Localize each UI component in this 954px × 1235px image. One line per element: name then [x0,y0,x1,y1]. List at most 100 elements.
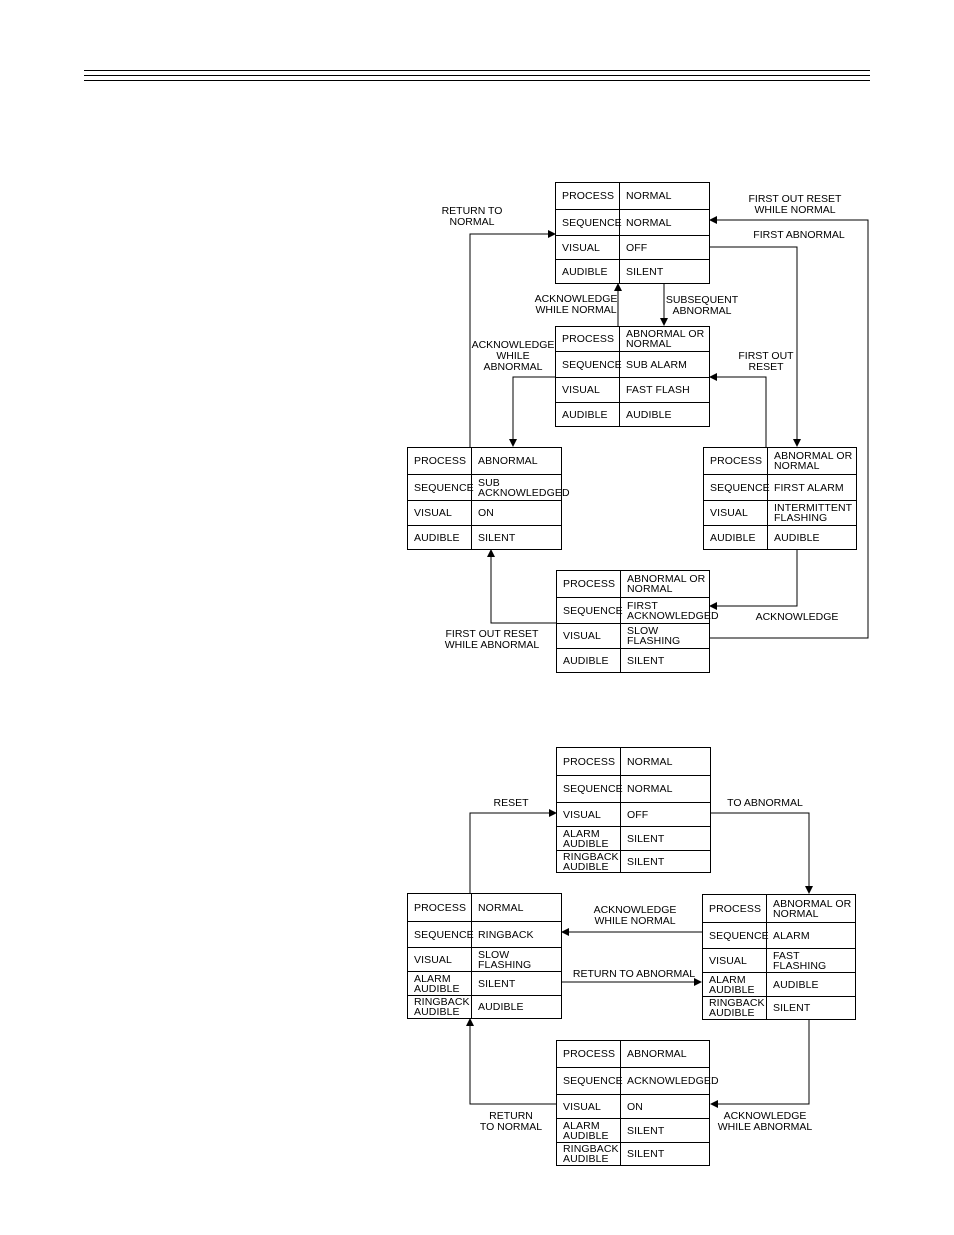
label-return-to-abnormal: RETURN TO ABNORMAL [572,968,696,980]
row-key: RINGBACK AUDIBLE [414,996,470,1018]
label-reset: RESET [493,797,529,809]
row-key: PROCESS [710,455,763,467]
row-value: INTERMITTENT FLASHING [774,502,853,524]
first-abnormal-arrow [709,246,801,447]
row-value: AUDIBLE [478,1001,524,1013]
first-out-reset-while-abnormal-arrow [487,549,556,624]
label-acknowledge-while-normal: ACKNOWLEDGE WHILE NORMAL [534,293,618,316]
label-first-out-reset: FIRST OUT RESET [738,350,794,373]
header-rule-middle [84,75,870,76]
row-key: SEQUENCE [562,216,622,229]
row-value: ALARM [773,929,810,942]
label-first-out-reset-while-abnormal: FIRST OUT RESET WHILE ABNORMAL [444,628,540,651]
label-acknowledge-while-abnormal-2: ACKNOWLEDGE WHILE ABNORMAL [717,1110,813,1133]
row-value: SILENT [478,531,516,544]
table-row: PROCESS ABNORMAL [408,448,561,474]
return-to-normal-arrow-2 [466,1018,556,1105]
row-value: NORMAL [627,783,673,795]
row-value: ON [478,507,494,519]
label-subsequent-abnormal: SUBSEQUENT ABNORMAL [665,294,739,317]
label-first-out-reset-while-normal: FIRST OUT RESET WHILE NORMAL [748,193,842,216]
row-key: RINGBACK AUDIBLE [563,850,619,873]
table-row: PROCESS ABNORMAL OR NORMAL [703,895,855,922]
row-value: SILENT [627,1124,665,1137]
table-row: PROCESS NORMAL [408,894,561,921]
return-to-normal-arrow [469,230,556,447]
row-value: NORMAL [626,216,672,229]
table-row: RINGBACK AUDIBLE SILENT [557,850,710,872]
header-rule-bottom [84,80,870,81]
first-out-reset-while-normal-arrow [709,216,869,639]
row-key: AUDIBLE [562,408,608,421]
row-key: AUDIBLE [562,265,608,278]
row-key: VISUAL [709,954,747,967]
row-key: PROCESS [563,1048,616,1060]
row-key: SEQUENCE [563,604,623,617]
row-key: PROCESS [414,455,467,467]
row-value: SUB ALARM [626,358,688,371]
row-value: ABNORMAL OR NORMAL [627,573,706,595]
acknowledge-arrow [709,549,798,610]
row-key: SEQUENCE [414,928,474,941]
table-row: RINGBACK AUDIBLE AUDIBLE [408,995,561,1018]
row-value: AUDIBLE [626,408,672,421]
row-value: SILENT [773,1002,811,1014]
row-key: PROCESS [414,901,467,914]
row-key: SEQUENCE [709,929,769,942]
row-value: ABNORMAL OR NORMAL [626,328,705,350]
row-value: NORMAL [478,901,524,914]
row-value: SILENT [627,855,665,868]
table-row: RINGBACK AUDIBLE SILENT [703,996,855,1019]
row-value: SLOW FLASHING [627,625,681,647]
row-key: RINGBACK AUDIBLE [563,1143,619,1165]
table-row: VISUAL SLOW FLASHING [557,623,709,648]
row-value: SILENT [626,265,664,278]
row-key: ALARM AUDIBLE [563,1119,609,1142]
label-to-abnormal: TO ABNORMAL [727,797,803,809]
row-key: VISUAL [563,630,601,642]
row-value: ABNORMAL [478,455,538,467]
row-value: AUDIBLE [773,978,819,991]
label-return-to-normal-2: RETURN TO NORMAL [479,1110,543,1133]
row-key: RINGBACK AUDIBLE [709,997,765,1019]
table-row: SEQUENCE NORMAL [556,209,709,235]
row-value: ABNORMAL OR NORMAL [773,897,852,920]
row-value: OFF [626,241,648,254]
row-key: AUDIBLE [710,531,756,544]
label-return-to-normal: RETURN TO NORMAL [441,205,503,228]
label-acknowledge: ACKNOWLEDGE [755,611,839,623]
row-value: NORMAL [627,755,673,768]
reset-arrow [469,809,557,893]
to-abnormal-arrow [710,812,813,894]
row-key: PROCESS [709,902,762,915]
